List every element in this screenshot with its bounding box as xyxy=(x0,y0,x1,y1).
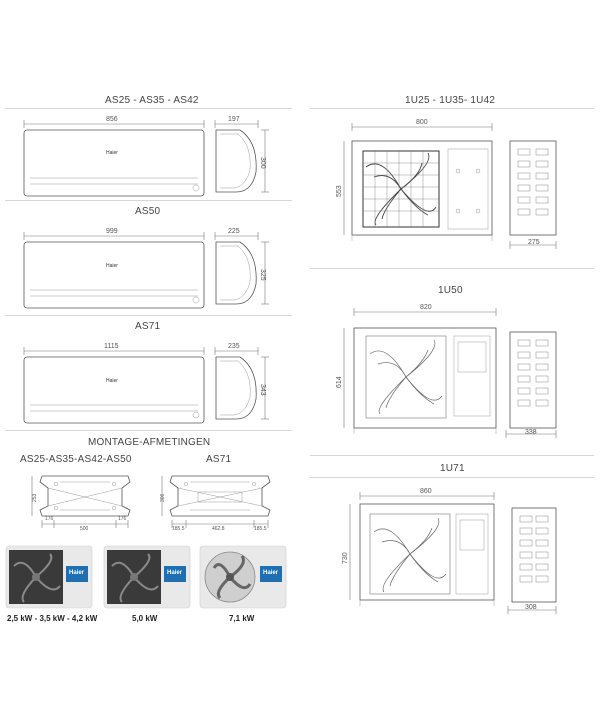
outdoor-width-2: 820 xyxy=(420,304,432,311)
outdoor-unit-photo-icon xyxy=(103,545,191,609)
mounting-plate-right: 306 185.5 462.8 185.5 xyxy=(150,468,280,534)
outdoor-width-1: 800 xyxy=(416,119,428,126)
outdoor-unit-photo-icon xyxy=(199,545,287,609)
indoor-unit-drawing-2 xyxy=(23,232,269,309)
photo-caption-3: 7,1 kW xyxy=(229,614,255,623)
indoor-width-2: 999 xyxy=(106,228,118,235)
indoor-unit-diagram-2: 999 225 325 Haier xyxy=(0,220,290,312)
outdoor-height-2: 614 xyxy=(336,376,343,388)
mounting-left-gap-left: 176 xyxy=(45,516,54,522)
outdoor-unit-diagram-3: 860 730 308 xyxy=(330,484,580,620)
outdoor-unit-diagram-2: 820 614 338 xyxy=(330,298,580,444)
mounting-right-gap-left: 185.5 xyxy=(172,526,185,532)
indoor-depth-1: 197 xyxy=(228,116,240,123)
outdoor-depth-2: 338 xyxy=(525,429,537,436)
mounting-plate-left: 253 176 500 176 xyxy=(20,468,140,534)
indoor-separator-2 xyxy=(5,200,292,201)
mounting-title: MONTAGE-AFMETINGEN xyxy=(88,437,211,448)
indoor-brand-logo-2: Haier xyxy=(106,263,118,269)
outdoor-title-2: 1U50 xyxy=(438,285,463,296)
outdoor-unit-diagram-1: 800 553 275 xyxy=(330,115,580,255)
indoor-separator-4 xyxy=(5,430,292,431)
indoor-height-2: 325 xyxy=(259,269,266,281)
indoor-height-1: 300 xyxy=(259,157,266,169)
indoor-separator-3 xyxy=(5,315,292,316)
outdoor-width-3: 860 xyxy=(420,488,432,495)
mounting-left-middle: 500 xyxy=(80,526,89,532)
photo-brand-1: Haier xyxy=(69,570,85,576)
photo-caption-2: 5,0 kW xyxy=(132,614,158,623)
indoor-name-2: AS50 xyxy=(135,206,161,217)
outdoor-height-3: 730 xyxy=(342,552,349,564)
outdoor-unit-drawing-1 xyxy=(343,123,557,249)
indoor-height-3: 343 xyxy=(259,384,266,396)
mounting-right-height: 306 xyxy=(160,493,166,502)
outdoor-separator-3 xyxy=(310,455,594,456)
outdoor-title-3: 1U71 xyxy=(440,463,465,474)
indoor-unit-drawing-3 xyxy=(23,347,269,424)
indoor-unit-diagram-1: 856 197 300 Haier xyxy=(0,112,290,200)
mounting-plate-right-drawing xyxy=(161,475,271,528)
outdoor-separator-4 xyxy=(310,477,594,478)
outdoor-unit-drawing-2 xyxy=(343,308,557,438)
mounting-plate-left-drawing xyxy=(31,475,131,528)
indoor-depth-2: 225 xyxy=(228,228,240,235)
indoor-title: AS25 - AS35 - AS42 xyxy=(105,95,199,106)
outdoor-height-1: 553 xyxy=(336,185,343,197)
indoor-width-1: 856 xyxy=(106,116,118,123)
mounting-right-gap-right: 185.5 xyxy=(254,526,267,532)
indoor-width-3: 1115 xyxy=(104,343,119,350)
indoor-depth-3: 235 xyxy=(228,343,240,350)
outdoor-photo-3: Haier xyxy=(199,545,287,609)
indoor-unit-drawing-1 xyxy=(23,120,269,197)
outdoor-depth-1: 275 xyxy=(528,239,540,246)
indoor-unit-diagram-3: 1115 235 343 Haier xyxy=(0,335,290,427)
outdoor-photo-2: Haier xyxy=(103,545,191,609)
photo-caption-1: 2,5 kW - 3,5 kW - 4,2 kW xyxy=(7,614,98,623)
outdoor-unit-photo-icon xyxy=(5,545,93,609)
outdoor-unit-drawing-3 xyxy=(349,492,557,614)
indoor-brand-logo-3: Haier xyxy=(106,378,118,384)
mounting-left-height: 253 xyxy=(32,493,38,502)
mounting-right-title: AS71 xyxy=(206,454,232,465)
outdoor-separator-2 xyxy=(310,268,594,269)
outdoor-title-1: 1U25 - 1U35- 1U42 xyxy=(405,95,496,106)
indoor-separator-top xyxy=(5,108,292,109)
outdoor-photo-1: Haier xyxy=(5,545,93,609)
indoor-brand-logo-1: Haier xyxy=(106,150,118,156)
mounting-right-middle: 462.8 xyxy=(212,526,225,532)
mounting-left-title: AS25-AS35-AS42-AS50 xyxy=(20,454,132,465)
indoor-name-3: AS71 xyxy=(135,321,161,332)
photo-brand-2: Haier xyxy=(167,570,183,576)
outdoor-depth-3: 308 xyxy=(525,604,537,611)
mounting-left-gap-right: 176 xyxy=(118,516,127,522)
outdoor-separator-1 xyxy=(310,108,594,109)
photo-brand-3: Haier xyxy=(263,570,279,576)
